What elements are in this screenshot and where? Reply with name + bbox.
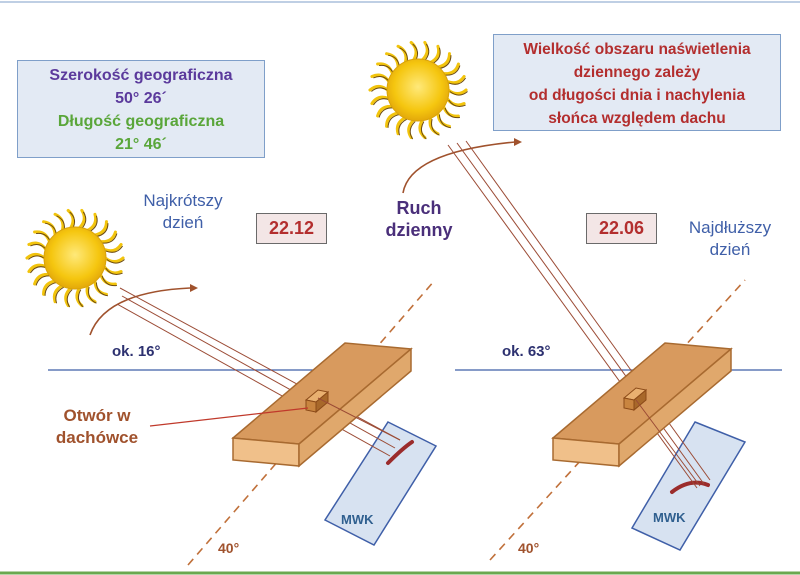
longest-day-line1: Najdłuższy [688,218,772,237]
daily-motion-label: Ruch dzienny [374,197,464,241]
roof-angle-left: 40° [218,540,240,556]
info-line: Wielkość obszaru naświetlenia [523,41,751,58]
hole-pointer-line [149,407,309,427]
shortest-day-label: Najkrótszy dzień [123,190,243,234]
roof-tile-hole-right [622,387,648,412]
mwk-label-right: MWK [653,510,686,525]
roof-plank-side-left [298,347,412,468]
coordinates-box: Szerokość geograficzna 50° 26´ Długość g… [17,60,265,158]
mwk-screen-right [630,421,747,551]
latitude-value: 50° 26´ [115,90,167,107]
info-line: dziennego zależy [573,64,701,81]
roof-tile-hole-left [304,389,330,414]
sun-angle-summer: ok. 63° [502,343,551,360]
date-box-winter: 22.12 [256,213,327,244]
latitude-label: Szerokość geograficzna [49,67,233,84]
light-trace-right [670,480,710,494]
shortest-day-line1: Najkrótszy [143,191,223,210]
daily-motion-line1: Ruch [396,198,442,218]
sun-angle-winter: ok. 16° [112,343,161,360]
date-box-summer: 22.06 [586,213,657,244]
shortest-day-line2: dzień [162,213,204,232]
info-line: słońca względem dachu [548,110,726,127]
motion-arrow-top [402,141,516,194]
longitude-value: 21° 46´ [115,136,167,153]
roof-hole-label: Otwór w dachówce [42,405,152,449]
info-box: Wielkość obszaru naświetlenia dziennego … [493,34,781,131]
arrowhead-top [514,138,522,146]
longest-day-label: Najdłuższy dzień [670,217,790,261]
arrowhead-left [190,284,198,292]
roof-hole-line2: dachówce [55,428,139,447]
info-line: od długości dnia i nachylenia [528,87,746,104]
motion-arrow-left [89,287,191,336]
roof-angle-right: 40° [518,540,540,556]
mwk-label-left: MWK [341,512,374,527]
daily-motion-line2: dzienny [385,220,453,240]
mwk-screen-left [323,421,438,546]
longitude-label: Długość geograficzna [57,113,225,130]
roof-plank-side-right [618,347,732,468]
longest-day-line2: dzień [709,240,751,259]
sun-icon [368,40,468,140]
roof-hole-line1: Otwór w [63,406,131,425]
light-trace-left [386,440,414,465]
sun-icon [25,208,125,308]
